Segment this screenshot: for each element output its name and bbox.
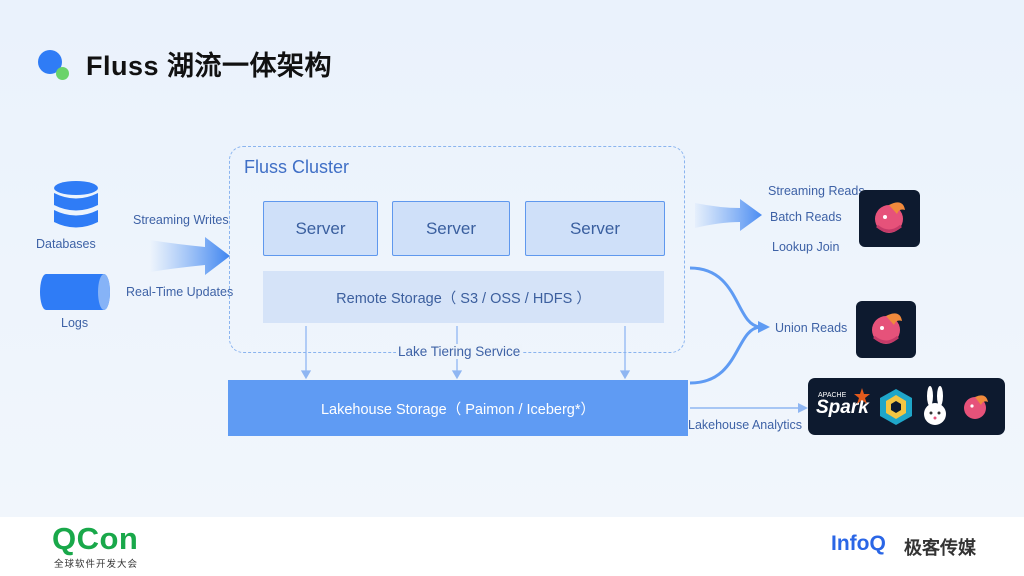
fluss-cluster-label: Fluss Cluster xyxy=(244,157,350,177)
slide-title: Fluss 湖流一体架构 xyxy=(86,51,333,81)
logs-icon xyxy=(40,274,110,310)
flink-logo-box-union xyxy=(856,301,916,358)
footer-bar xyxy=(0,517,1024,576)
spark-logo-small: APACHE xyxy=(818,392,847,399)
streaming-writes-label: Streaming Writes xyxy=(133,213,229,227)
input-arrow xyxy=(150,237,230,275)
logs-label: Logs xyxy=(61,316,89,330)
union-curve-bottom xyxy=(689,325,761,385)
infoq-cn-logo: 极客传媒 xyxy=(904,538,976,558)
union-reads-label: Union Reads xyxy=(775,321,848,335)
analytics-engines-box: APACHE Spark xyxy=(808,378,1005,435)
lookup-join-label: Lookup Join xyxy=(772,240,840,254)
connector-arrows xyxy=(150,199,808,413)
remote-storage-box: Remote Storage（ S3 / OSS / HDFS ） xyxy=(263,271,664,323)
title-bullet-accent-icon xyxy=(56,67,69,80)
batch-reads-label: Batch Reads xyxy=(770,210,842,224)
streaming-reads-label: Streaming Reads xyxy=(768,184,865,198)
qcon-logo: QCon xyxy=(52,521,139,556)
server-node-3: Server xyxy=(525,201,665,256)
qcon-subtitle: 全球软件开发大会 xyxy=(54,559,139,570)
lakehouse-analytics-label: Lakehouse Analytics xyxy=(688,418,802,432)
flink-logo-box-top xyxy=(859,190,920,247)
lake-tiering-service-label: Lake Tiering Service xyxy=(396,344,523,359)
databases-label: Databases xyxy=(36,237,96,251)
output-arrow xyxy=(695,199,762,231)
server-node-1: Server xyxy=(263,201,378,256)
union-curve-top xyxy=(689,266,761,329)
spark-star-icon xyxy=(854,388,870,404)
trino-icon xyxy=(880,389,912,425)
database-icon xyxy=(54,181,98,228)
infoq-logo: InfoQ xyxy=(831,532,886,555)
flink-squirrel-icon xyxy=(964,395,988,419)
spark-logo-text: Spark xyxy=(816,397,869,418)
flink-squirrel-icon xyxy=(872,313,902,344)
realtime-updates-label: Real-Time Updates xyxy=(126,285,234,299)
server-node-2: Server xyxy=(392,201,510,256)
flink-squirrel-icon xyxy=(875,202,905,233)
starrocks-rabbit-icon xyxy=(924,386,946,425)
lakehouse-storage-box: Lakehouse Storage（ Paimon / Iceberg*） xyxy=(228,380,688,436)
